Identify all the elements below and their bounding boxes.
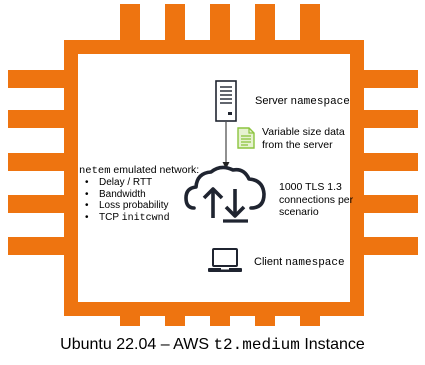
netem-list: Delay / RTT Bandwidth Loss probability T…: [85, 177, 199, 224]
netem-title-mono: netem: [79, 165, 111, 177]
cloud-line3: scenario: [279, 206, 319, 218]
netem-title-rest: emulated network:: [110, 164, 200, 176]
server-icon: [215, 80, 237, 122]
data-flow-label: Variable size data from the server: [262, 126, 345, 151]
chip-pin: [8, 237, 68, 255]
document-icon: [237, 127, 255, 149]
chip-pin: [360, 153, 418, 171]
netem-title: netem emulated network:: [79, 164, 199, 177]
client-label: Client: [254, 256, 283, 268]
data-flow-line2: from the server: [262, 138, 333, 151]
netem-item: Delay / RTT: [85, 177, 199, 189]
chip-pin: [360, 195, 418, 213]
cloud-label: 1000 TLS 1.3 connections per scenario: [279, 181, 353, 219]
cloud-line2: connections per: [279, 193, 354, 206]
server-label-mono: namespace: [290, 96, 350, 108]
caption-mono: t2.medium: [213, 336, 300, 354]
chip-pin: [8, 110, 68, 128]
netem-block: netem emulated network: Delay / RTT Band…: [79, 164, 199, 224]
caption: Ubuntu 22.04 – AWS t2.medium Instance: [0, 336, 425, 354]
chip-pin: [360, 70, 418, 88]
chip-pin: [360, 110, 418, 128]
arrow-down-icon: [222, 122, 230, 169]
chip-pin: [120, 4, 140, 44]
chip-pin: [360, 237, 418, 255]
client-label-mono: namespace: [285, 257, 345, 269]
caption-suffix: Instance: [299, 336, 365, 353]
netem-item: Bandwidth: [85, 189, 199, 201]
chip-pin: [210, 4, 230, 44]
chip-pin: [300, 4, 320, 44]
netem-tcp-mono: initcwnd: [121, 212, 170, 224]
chip-pin: [8, 153, 68, 171]
netem-item: Loss probability: [85, 200, 199, 212]
chip-pin: [165, 4, 185, 44]
chip-pin: [255, 4, 275, 44]
cloud-line1: 1000 TLS 1.3: [279, 181, 342, 193]
caption-prefix: Ubuntu 22.04 – AWS: [60, 336, 214, 353]
client-namespace-label: Client namespace: [254, 256, 345, 270]
server-namespace-label: Server namespace: [255, 95, 350, 109]
server-label: Server: [255, 95, 288, 107]
laptop-icon: [208, 248, 242, 272]
chip-pin: [8, 195, 68, 213]
netem-tcp-label: TCP: [99, 211, 122, 223]
chip-pin: [8, 70, 68, 88]
data-flow-line1: Variable size data: [262, 126, 345, 138]
netem-item-tcp: TCP initcwnd: [85, 212, 199, 225]
